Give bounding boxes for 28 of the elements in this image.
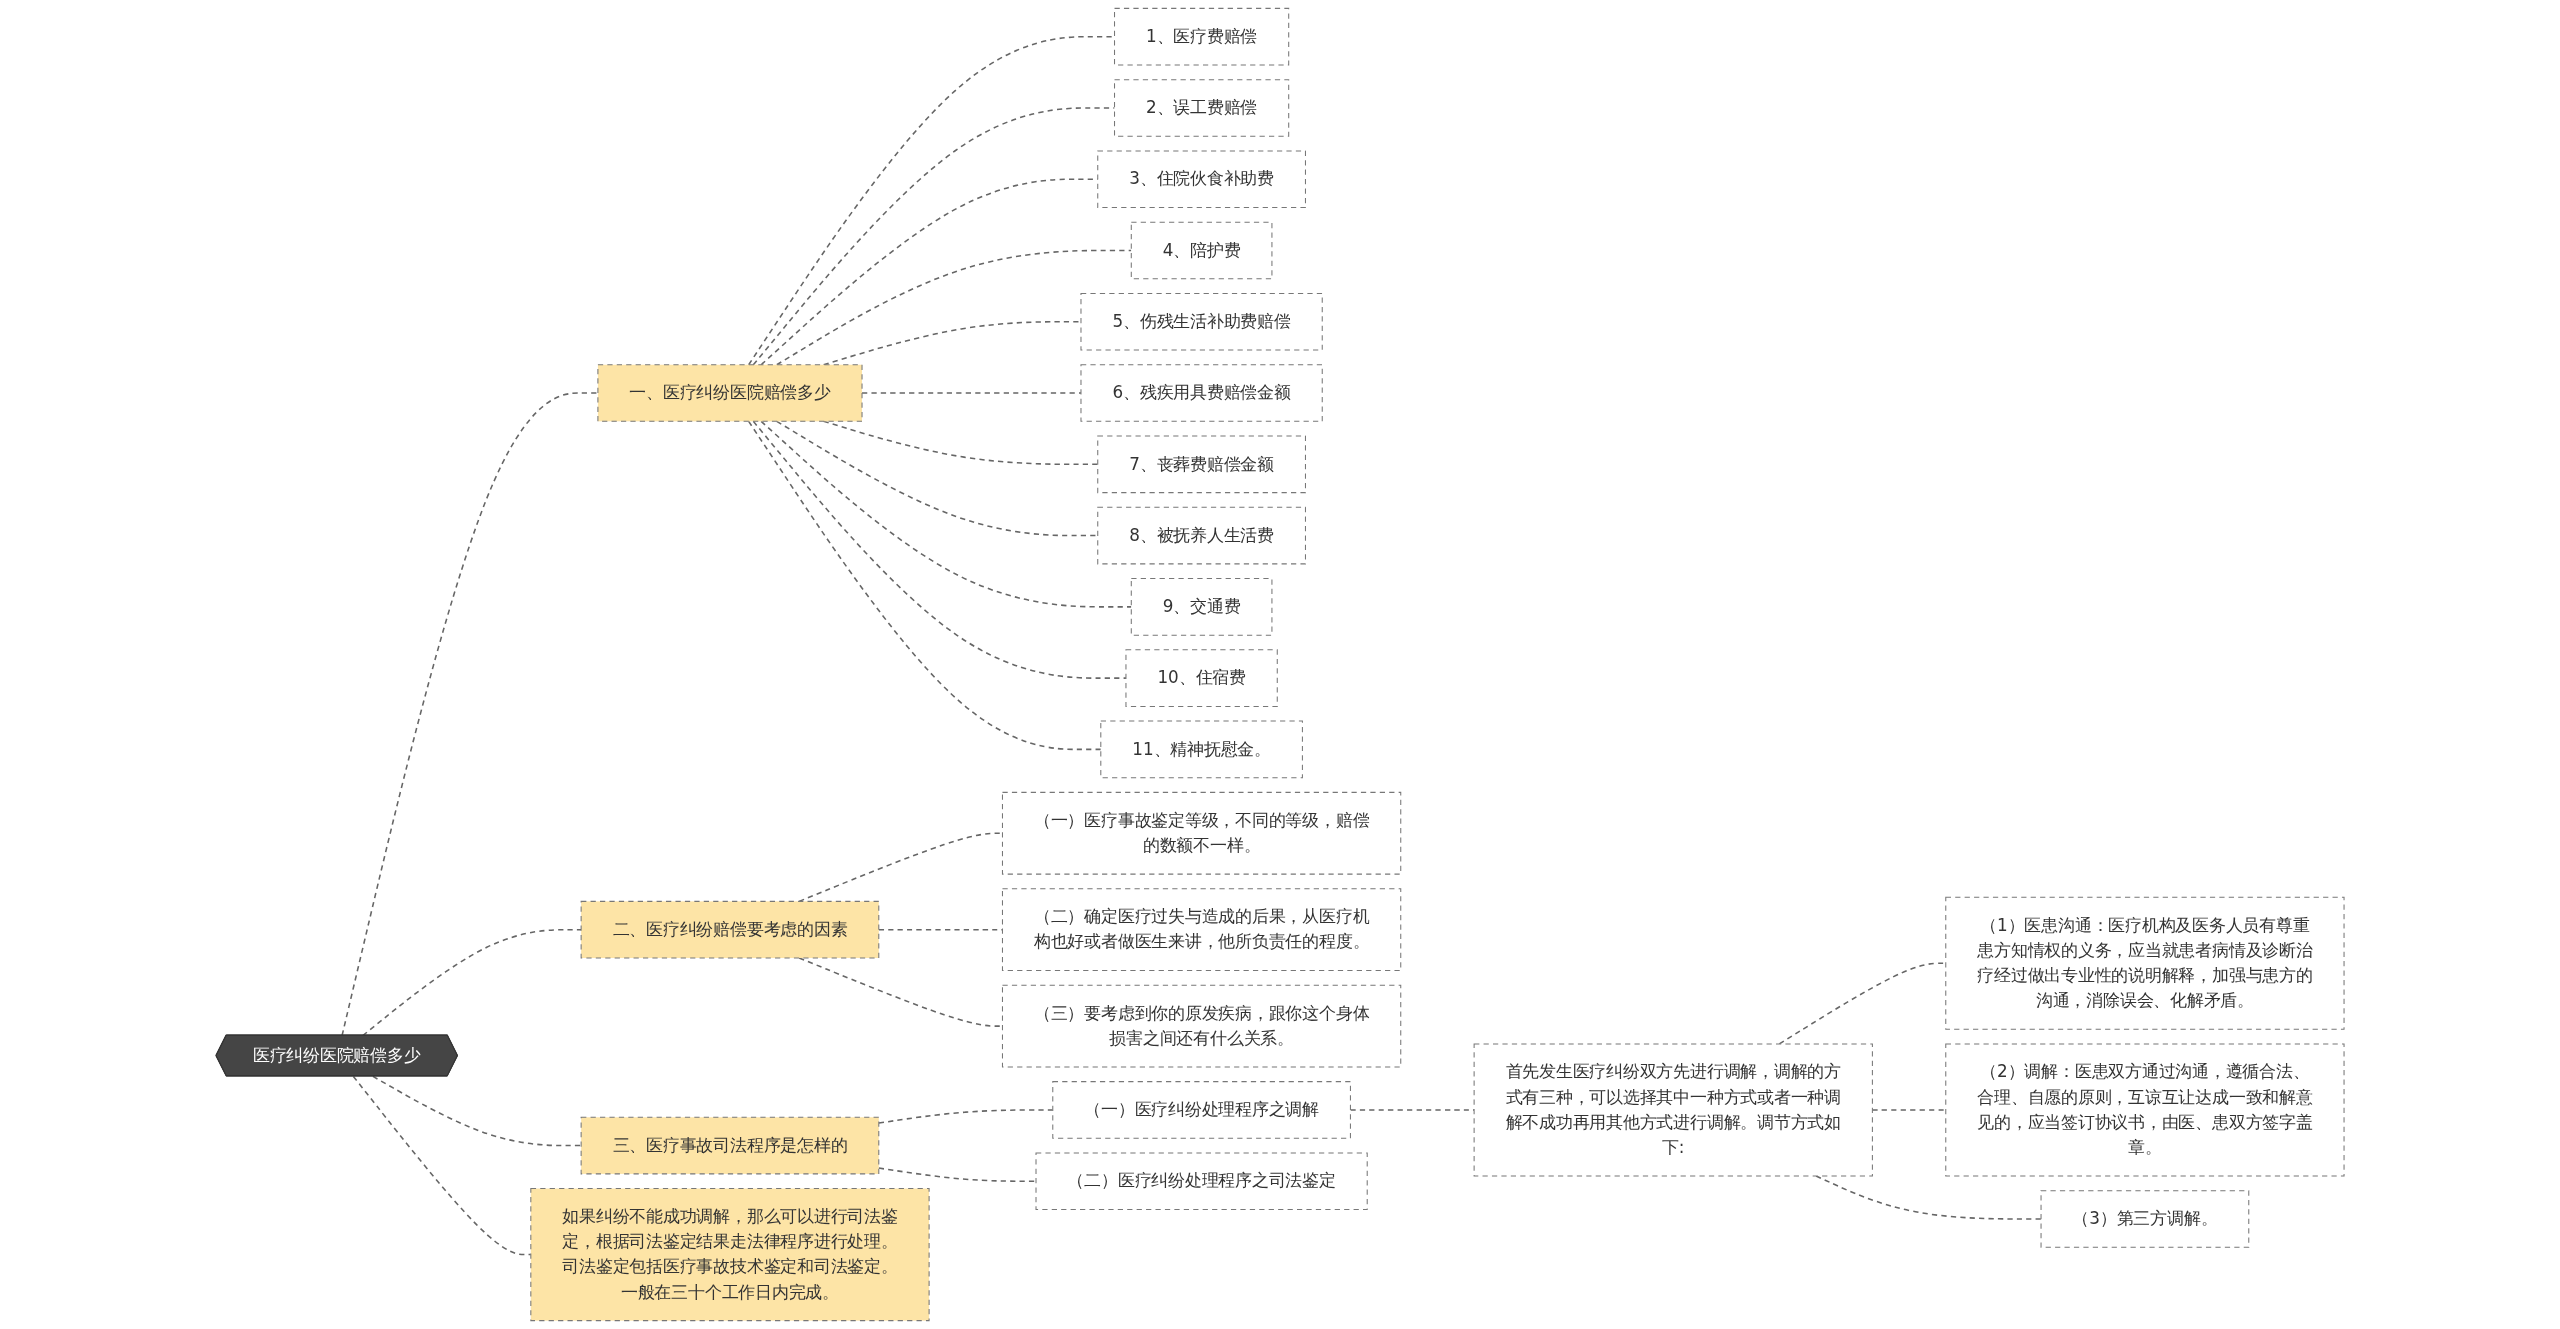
- node-box: （2）调解：医患双方通过沟通，遵循合法、合理、自愿的原则，互谅互让达成一致和解意见的，应当签订协议书，由医、患双方签字盖章。: [1945, 1043, 2345, 1177]
- node-box: 7、丧葬费赔偿金额: [1097, 435, 1306, 494]
- node-box: 1、医疗费赔偿: [1114, 7, 1290, 66]
- node-box: 10、住宿费: [1125, 649, 1278, 707]
- node-box: 3、住院伙食补助费: [1097, 150, 1306, 209]
- node-box: 8、被抚养人生活费: [1097, 506, 1306, 565]
- node-box: 9、交通费: [1130, 578, 1273, 636]
- connector: [878, 1167, 1037, 1182]
- connector: [362, 928, 582, 1037]
- node-box: 三、医疗事故司法程序是怎样的: [580, 1116, 880, 1175]
- node-box: （1）医患沟通：医疗机构及医务人员有尊重患方知情权的义务，应当就患者病情及诊断治疗经过做出专业性的说明解释，加强与患方的沟通，消除误会、化解矛盾。: [1945, 896, 2345, 1030]
- node-box: 6、残疾用具费赔偿金额: [1080, 364, 1323, 422]
- node-box: （一）医疗事故鉴定等级，不同的等级，赔偿的数额不一样。: [1001, 791, 1402, 875]
- node-box: （三）要考虑到你的原发疾病，跟你这个身体损害之间还有什么关系。: [1001, 984, 1402, 1068]
- node-box: 首先发生医疗纠纷双方先进行调解，调解的方式有三种，可以选择其中一种方式或者一种调解不成功再用其他方式进行调解。调节方式如下:: [1473, 1043, 1873, 1177]
- node-box: 4、陪护费: [1130, 221, 1273, 280]
- node-box: 2、误工费赔偿: [1114, 79, 1290, 137]
- node-box: 5、伤残生活补助费赔偿: [1080, 292, 1323, 351]
- node-box: 11、精神抚慰金。: [1100, 720, 1303, 779]
- node-box: （二）确定医疗过失与造成的后果，从医疗机构也好或者做医生来讲，他所负责任的程度。: [1001, 888, 1402, 972]
- connector: [1815, 1175, 2042, 1220]
- node-box: 如果纠纷不能成功调解，那么可以进行司法鉴定，根据司法鉴定结果走法律程序进行处理。司法鉴定包括医疗事故技术鉴定和司法鉴定。一般在三十个工作日内完成。: [530, 1188, 930, 1322]
- node-box: （一）医疗纠纷处理程序之调解: [1052, 1081, 1351, 1139]
- node-box: 一、医疗纠纷医院赔偿多少: [597, 364, 863, 422]
- node-box: （二）医疗纠纷处理程序之司法鉴定: [1035, 1152, 1368, 1211]
- node-box: （3）第三方调解。: [2040, 1190, 2250, 1248]
- node-box: 二、医疗纠纷赔偿要考虑的因素: [580, 900, 880, 959]
- connector: [372, 1075, 582, 1147]
